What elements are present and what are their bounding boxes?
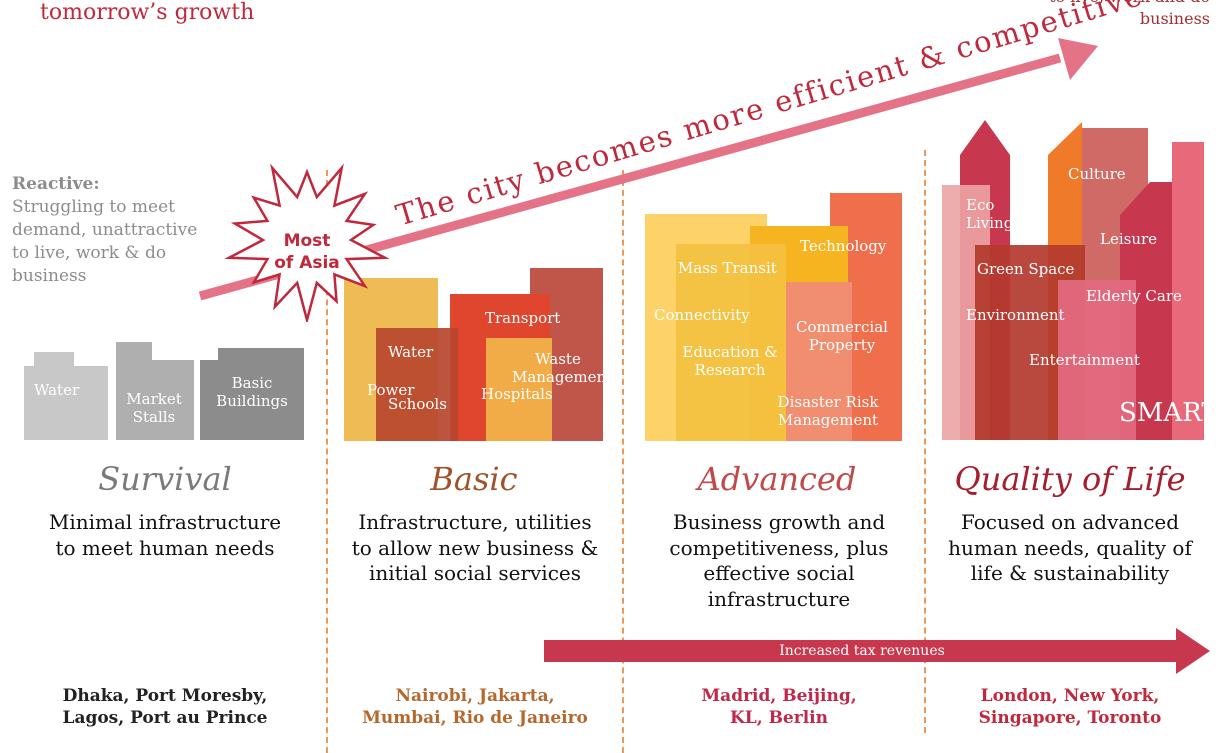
basic-label-hospitals: Hospitals — [481, 385, 553, 403]
stage-desc-advanced: Business growth and competitiveness, plu… — [624, 510, 934, 612]
cities-survival-line: Dhaka, Port Moresby, — [62, 686, 268, 706]
advanced-block-commercial — [786, 282, 852, 441]
cities-advanced: Madrid, Beijing, KL, Berlin — [624, 685, 934, 729]
survival-label-basic: Basic Buildings — [216, 374, 288, 410]
quality-tower-entertainment — [1058, 280, 1136, 440]
survival-block-basic-top — [218, 348, 304, 362]
header-growth-text: tomorrow’s growth — [40, 0, 255, 25]
stage-desc-quality-line: life & sustainability — [970, 561, 1170, 586]
cities-advanced-line: Madrid, Beijing, — [701, 686, 857, 706]
cities-basic: Nairobi, Jakarta, Mumbai, Rio de Janeiro — [322, 685, 628, 729]
divider-3 — [924, 150, 926, 733]
quality-label-eco: Eco Living — [966, 196, 1014, 232]
quality-label-entertainment: Entertainment — [1029, 351, 1140, 369]
divider-1 — [326, 170, 328, 753]
basic-label-power: Power — [367, 381, 415, 399]
cities-basic-line: Nairobi, Jakarta, — [395, 686, 555, 706]
stage-desc-survival: Minimal infrastructure to meet human nee… — [10, 510, 320, 561]
starburst-line2: of Asia — [274, 253, 340, 273]
tax-arrow-shaft — [544, 640, 1180, 662]
basic-label-water: Water — [388, 343, 434, 361]
stage-desc-advanced-line: effective social — [703, 561, 855, 586]
stage-title-quality: Quality of Life — [954, 460, 1186, 498]
basic-label-schools: Schools — [388, 395, 447, 413]
cities-basic-line: Mumbai, Rio de Janeiro — [362, 708, 588, 729]
survival-block-water-top — [34, 352, 74, 368]
starburst-icon — [224, 163, 390, 322]
stage-desc-quality: Focused on advanced human needs, quality… — [922, 510, 1218, 587]
stage-title-survival: Survival — [98, 460, 232, 498]
quality-label-leisure: Leisure — [1100, 230, 1158, 248]
survival-block-basic — [200, 360, 304, 440]
cities-survival: Dhaka, Port Moresby, Lagos, Port au Prin… — [10, 685, 320, 729]
advanced-label-commercial: Commercial Property — [796, 318, 888, 354]
stage-desc-quality-line: Focused on advanced — [960, 510, 1180, 534]
stage-desc-survival-line: to meet human needs — [55, 535, 275, 560]
advanced-block-mass-transit — [676, 244, 786, 441]
stage-desc-basic-line: to allow new business & — [351, 535, 599, 560]
survival-block-market — [116, 360, 194, 440]
survival-block-water — [24, 366, 108, 440]
basic-label-transport: Transport — [485, 309, 561, 327]
cities-survival-line: Lagos, Port au Prince — [62, 708, 268, 729]
advanced-label-disaster: Disaster Risk Management — [777, 393, 879, 429]
cities-quality: London, New York, Singapore, Toronto — [922, 685, 1218, 729]
survival-label-water: Water — [34, 381, 80, 399]
reactive-text: Reactive: Struggling to meet demand, una… — [12, 173, 212, 288]
reactive-heading: Reactive: — [12, 174, 100, 194]
stage-desc-advanced-line: Business growth and — [672, 510, 886, 534]
survival-block-market-top — [116, 342, 152, 362]
stage-desc-quality-line: human needs, quality of — [948, 535, 1192, 560]
header-right-text: to live, work and do business — [1049, 0, 1210, 28]
advanced-label-technology: Technology — [800, 237, 887, 255]
quality-label-elderly: Elderly Care — [1086, 287, 1182, 305]
basic-block-hospitals — [486, 338, 552, 441]
starburst-line1: Most — [283, 231, 331, 251]
divider-2 — [622, 170, 624, 753]
basic-label-waste: Waste Management — [512, 350, 613, 386]
stage-title-advanced: Advanced — [697, 460, 857, 498]
cities-quality-line: Singapore, Toronto — [978, 708, 1162, 729]
stage-title-basic: Basic — [430, 460, 518, 498]
quality-label-environment: Environment — [966, 306, 1065, 324]
advanced-label-connectivity: Connectivity — [654, 306, 750, 324]
cities-advanced-line: KL, Berlin — [730, 708, 828, 729]
stage-desc-advanced-line: competitiveness, plus — [669, 535, 889, 560]
tax-arrow-head — [1176, 628, 1210, 674]
advanced-label-mass-transit: Mass Transit — [678, 259, 777, 277]
tax-revenue-arrow — [544, 628, 1210, 674]
stage-desc-survival-line: Minimal infrastructure — [48, 510, 282, 534]
stage-desc-advanced-line: infrastructure — [707, 586, 851, 611]
quality-label-culture: Culture — [1068, 165, 1126, 183]
reactive-description: Struggling to meet demand, unattractive … — [12, 197, 198, 286]
stage-desc-basic-line: Infrastructure, utilities — [358, 510, 592, 534]
stage-desc-basic-line: initial social services — [368, 561, 582, 586]
survival-label-market: Market Stalls — [126, 390, 182, 426]
cities-quality-line: London, New York, — [980, 686, 1160, 706]
efficiency-arrow-head — [1058, 38, 1098, 80]
advanced-label-education: Education & Research — [682, 343, 778, 379]
quality-towers — [942, 120, 1204, 440]
stage-desc-basic: Infrastructure, utilities to allow new b… — [322, 510, 628, 587]
basic-block-water — [376, 328, 458, 441]
quality-tower-right — [1172, 142, 1204, 440]
starburst-label: Most of Asia — [262, 230, 352, 274]
quality-label-green: Green Space — [977, 260, 1075, 278]
quality-label-smart: SMART — [1119, 398, 1219, 428]
tax-revenue-label: Increased tax revenues — [779, 643, 945, 659]
